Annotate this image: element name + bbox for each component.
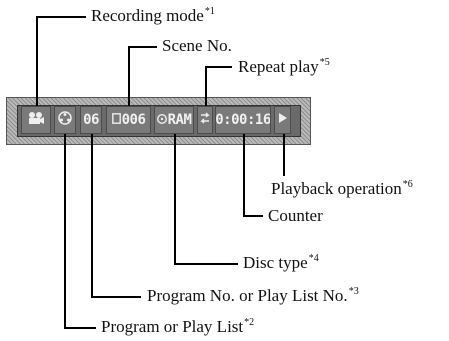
- disc-type: RAM: [167, 112, 192, 128]
- label-recording-mode: Recording mode*1: [91, 6, 215, 25]
- counter: 0:00:16: [215, 112, 271, 128]
- leader-counter-v: [243, 134, 245, 217]
- camera-icon: [27, 111, 45, 129]
- scene-square-icon: [111, 113, 121, 127]
- label-playback-operation: Playback operation*6: [271, 179, 413, 198]
- leader-repeat-play-v: [205, 66, 207, 106]
- leader-program-no-h: [91, 296, 141, 298]
- program-cell: [54, 106, 76, 134]
- disc-type-cell: RAM: [154, 106, 194, 134]
- program-icon: [58, 111, 72, 129]
- label-counter: Counter: [268, 206, 323, 225]
- leader-disc-type-v: [174, 134, 176, 265]
- leader-program-no-v: [91, 134, 93, 298]
- label-scene-no: Scene No.: [162, 36, 232, 55]
- leader-recording-mode-h: [36, 16, 86, 18]
- scene-number-cell: 006: [106, 106, 151, 134]
- disc-icon: [156, 113, 167, 127]
- label-repeat-play: Repeat play*5: [238, 57, 330, 76]
- leader-scene-no-v: [128, 46, 130, 106]
- repeat-cell: [197, 106, 213, 134]
- leader-recording-mode-v: [36, 16, 38, 106]
- label-program-no: Program No. or Play List No.*3: [147, 286, 359, 305]
- label-disc-type: Disc type*4: [243, 253, 319, 272]
- leader-repeat-play-h: [205, 66, 232, 68]
- repeat-icon: [199, 111, 211, 129]
- label-program-or-playlist: Program or Play List*2: [101, 317, 255, 336]
- counter-cell: 0:00:16: [215, 106, 271, 134]
- leader-scene-no-h: [128, 46, 157, 48]
- leader-program-or-playlist-v: [64, 134, 66, 329]
- program-number: 06: [83, 112, 99, 128]
- leader-counter-h: [243, 215, 263, 217]
- leader-disc-type-h: [174, 263, 238, 265]
- playback-cell: [274, 106, 291, 134]
- scene-number: 006: [121, 112, 146, 128]
- leader-program-or-playlist-h: [64, 327, 96, 329]
- play-triangle-icon: [278, 112, 288, 128]
- leader-playback-v: [283, 134, 285, 176]
- recording-mode-cell: [21, 106, 51, 134]
- program-number-cell: 06: [80, 106, 102, 134]
